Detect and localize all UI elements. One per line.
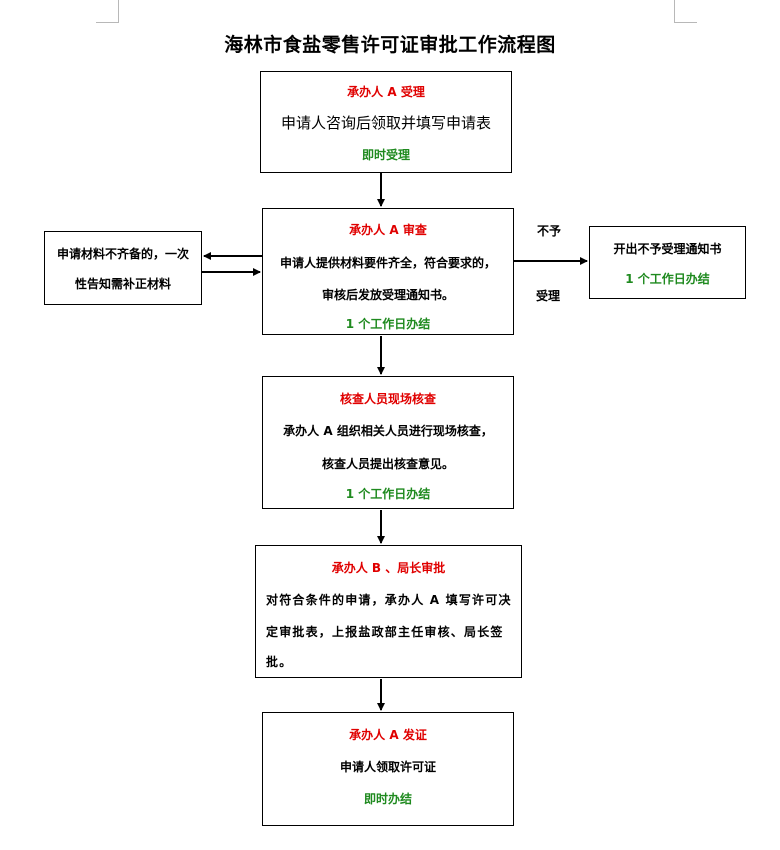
reject-label-top: 不予 [537, 224, 562, 238]
step-accept-role: 承办人 A 受理 [347, 85, 425, 99]
diagram-title: 海林市食盐零售许可证审批工作流程图 [224, 34, 556, 56]
approval-line3: 批。 [266, 655, 293, 669]
incomplete-materials-line1: 申请材料不齐备的，一次 [56, 247, 189, 261]
step-review-time: 1 个工作日办结 [345, 317, 431, 331]
step-review-line2: 审核后发放受理通知书。 [321, 288, 454, 302]
step-review-line1: 申请人提供材料要件齐全，符合要求的， [279, 256, 496, 270]
issue-license-role: 承办人 A 发证 [349, 728, 427, 742]
site-inspection-line1: 承办人 A 组织相关人员进行现场核查， [283, 424, 493, 438]
site-inspection-time: 1 个工作日办结 [345, 487, 431, 501]
rejection-notice-time: 1 个工作日办结 [625, 272, 710, 286]
site-inspection-role: 核查人员现场核查 [339, 392, 436, 406]
page-corner-mark-left [96, 0, 119, 23]
step-review-role: 承办人 A 审查 [349, 223, 427, 237]
incomplete-materials-box: 申请材料不齐备的，一次 性告知需补正材料 [44, 231, 202, 305]
issue-license-box: 承办人 A 发证 申请人领取许可证 即时办结 [262, 712, 514, 826]
issue-license-text: 申请人领取许可证 [339, 760, 436, 774]
site-inspection-box: 核查人员现场核查 承办人 A 组织相关人员进行现场核查， 核查人员提出核查意见。… [262, 376, 514, 509]
site-inspection-line2: 核查人员提出核查意见。 [321, 457, 454, 471]
approval-line1: 对符合条件的申请，承办人 A 填写许可决 [266, 593, 512, 607]
approval-role: 承办人 B 、局长审批 [331, 561, 446, 575]
approval-line2: 定审批表，上报盐政部主任审核、局长签 [266, 625, 504, 639]
step-accept-time: 即时受理 [361, 148, 410, 162]
step-review-box: 承办人 A 审查 申请人提供材料要件齐全，符合要求的， 审核后发放受理通知书。 … [262, 208, 514, 335]
approval-box: 承办人 B 、局长审批 对符合条件的申请，承办人 A 填写许可决 定审批表，上报… [255, 545, 522, 678]
incomplete-materials-line2: 性告知需补正材料 [74, 277, 171, 291]
issue-license-time: 即时办结 [363, 792, 412, 806]
step-accept-text: 申请人咨询后领取并填写申请表 [280, 114, 491, 132]
reject-label-bottom: 受理 [536, 289, 561, 303]
rejection-notice-box: 开出不予受理通知书 1 个工作日办结 [589, 226, 746, 299]
rejection-notice-text: 开出不予受理通知书 [613, 242, 722, 256]
page-corner-mark-right [674, 0, 697, 23]
step-accept-box: 承办人 A 受理 申请人咨询后领取并填写申请表 即时受理 [260, 71, 512, 173]
